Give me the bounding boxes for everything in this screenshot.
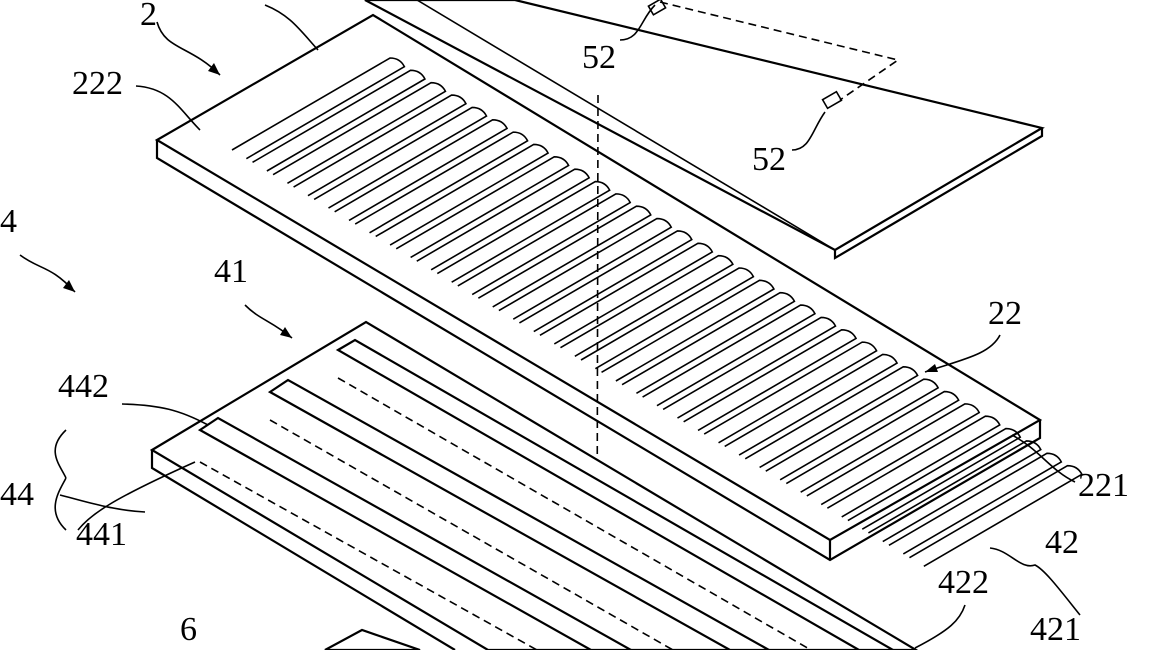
serpentine-loop xyxy=(868,440,1042,543)
label-52-bottom: 52 xyxy=(752,141,786,178)
label-4: 4 xyxy=(0,203,17,240)
serpentine-loop xyxy=(252,69,426,172)
serpentine-loop xyxy=(293,94,468,197)
label-6: 6 xyxy=(180,611,197,648)
serpentine-loop xyxy=(765,378,940,481)
leader-lines xyxy=(19,4,1081,649)
label-44: 44 xyxy=(0,476,34,513)
electrode-strips xyxy=(197,338,896,650)
label-442: 442 xyxy=(58,368,109,405)
label-422: 422 xyxy=(938,564,989,601)
upper-plate xyxy=(364,0,1045,260)
label-221: 221 xyxy=(1078,467,1129,504)
serpentine-loop xyxy=(703,341,878,444)
serpentine-loop xyxy=(683,328,858,432)
serpentine-loop xyxy=(847,427,1022,530)
label-222: 222 xyxy=(72,65,123,102)
serpentine-loop xyxy=(621,291,796,395)
label-52-top: 52 xyxy=(582,39,616,76)
serpentine-loop xyxy=(272,81,447,185)
serpentine-loop xyxy=(806,403,981,506)
serpentine-loop xyxy=(580,267,755,370)
serpentine-loop xyxy=(498,217,673,320)
serpentine-loop xyxy=(375,143,550,246)
label-421: 421 xyxy=(1030,611,1081,648)
serpentine-loop xyxy=(416,168,591,271)
serpentine-loop xyxy=(436,180,611,283)
serpentine-loop xyxy=(539,242,714,345)
serpentine-loop xyxy=(601,279,775,382)
component-52-bottom xyxy=(821,90,843,110)
part-6 xyxy=(324,628,421,650)
serpentine-loop xyxy=(909,464,1083,567)
component-52-top xyxy=(647,0,667,16)
serpentine-loop xyxy=(395,156,570,259)
label-2: 2 xyxy=(140,0,157,33)
label-41: 41 xyxy=(214,253,248,290)
reference-labels: 2 52 52 222 4 41 22 442 44 441 221 42 42… xyxy=(0,0,1129,648)
serpentine-loop xyxy=(354,131,529,234)
serpentine-loop xyxy=(888,452,1063,555)
serpentine-loop xyxy=(560,254,734,357)
serpentine-loop xyxy=(662,316,837,419)
plate-41 xyxy=(149,320,919,650)
assembly-axis-dashed xyxy=(596,94,599,591)
serpentine-loop xyxy=(477,205,652,308)
dashed-circuit-outline xyxy=(659,1,900,101)
serpentine-loop xyxy=(724,353,899,456)
serpentine-loop xyxy=(785,390,960,493)
serpentine-loop xyxy=(457,193,632,296)
label-441: 441 xyxy=(76,516,127,553)
serpentine-loop xyxy=(313,106,488,209)
label-22: 22 xyxy=(988,295,1022,332)
plate-2 xyxy=(154,13,1083,567)
serpentine-loop xyxy=(826,415,1001,518)
serpentine-channel-22 xyxy=(231,57,1083,567)
serpentine-loop xyxy=(519,230,693,333)
serpentine-loop xyxy=(231,57,406,160)
serpentine-loop xyxy=(334,118,509,222)
serpentine-loop xyxy=(642,304,817,407)
label-42: 42 xyxy=(1045,524,1079,561)
serpentine-loop xyxy=(744,366,919,469)
